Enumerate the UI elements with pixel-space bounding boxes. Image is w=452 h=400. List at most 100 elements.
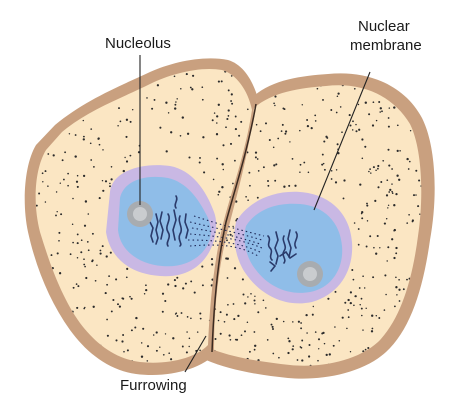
cytoplasm-granule xyxy=(34,338,36,340)
cytoplasm-granule xyxy=(406,279,408,281)
cytoplasm-granule xyxy=(428,289,430,291)
cytoplasm-granule xyxy=(52,73,54,75)
cytoplasm-granule xyxy=(395,247,397,249)
cytoplasm-granule xyxy=(334,326,336,328)
cytoplasm-granule xyxy=(108,275,110,277)
cytoplasm-granule xyxy=(115,278,117,280)
cytoplasm-granule xyxy=(32,367,34,369)
cytoplasm-granule xyxy=(186,351,188,353)
cytoplasm-granule xyxy=(231,93,233,95)
cytoplasm-granule xyxy=(396,352,398,354)
cytoplasm-granule xyxy=(391,183,392,184)
cytoplasm-granule xyxy=(234,267,236,269)
cytoplasm-granule xyxy=(129,74,131,76)
cytoplasm-granule xyxy=(337,92,339,94)
cytoplasm-granule xyxy=(34,298,36,300)
cytoplasm-granule xyxy=(146,97,148,99)
cytoplasm-granule xyxy=(172,337,174,339)
cytoplasm-granule xyxy=(301,340,303,342)
cytoplasm-granule xyxy=(194,292,196,294)
cytoplasm-granule xyxy=(187,316,189,318)
cytoplasm-granule xyxy=(76,69,78,71)
cytoplasm-granule xyxy=(337,95,339,97)
cytoplasm-granule xyxy=(376,315,377,316)
cytoplasm-granule xyxy=(352,120,354,122)
cytoplasm-granule xyxy=(100,253,102,255)
cytoplasm-granule xyxy=(124,68,126,70)
cytoplasm-granule xyxy=(222,163,224,165)
cytoplasm-granule xyxy=(202,99,204,101)
cytoplasm-granule xyxy=(335,291,337,293)
cytoplasm-granule xyxy=(32,315,34,317)
cytoplasm-granule xyxy=(412,221,414,223)
cytoplasm-granule xyxy=(228,109,230,111)
cytoplasm-granule xyxy=(159,127,161,129)
cytoplasm-granule xyxy=(354,88,356,90)
cytoplasm-granule xyxy=(254,349,256,351)
cytoplasm-granule xyxy=(90,159,92,161)
cytoplasm-granule xyxy=(182,346,184,348)
cytoplasm-granule xyxy=(75,134,77,136)
cytoplasm-granule xyxy=(147,360,149,362)
cytoplasm-granule xyxy=(369,168,371,170)
cytoplasm-granule xyxy=(340,106,342,108)
cytoplasm-granule xyxy=(45,170,47,172)
cytoplasm-granule xyxy=(176,98,177,99)
cytoplasm-granule xyxy=(37,112,39,114)
cytoplasm-granule xyxy=(365,349,367,351)
cytoplasm-granule xyxy=(201,266,203,268)
cytoplasm-granule xyxy=(317,88,319,90)
cytoplasm-granule xyxy=(50,77,52,79)
cytoplasm-granule xyxy=(162,311,164,313)
cytoplasm-granule xyxy=(272,328,274,330)
cytoplasm-granule xyxy=(33,79,35,81)
cytoplasm-granule xyxy=(40,286,42,288)
cytoplasm-granule xyxy=(62,358,64,360)
cytoplasm-granule xyxy=(350,351,351,352)
cytoplasm-granule xyxy=(124,157,125,158)
right-nucleolus-core xyxy=(303,267,317,281)
cytoplasm-granule xyxy=(34,326,36,328)
cytoplasm-granule xyxy=(130,121,132,123)
cytoplasm-granule xyxy=(415,365,417,367)
cytoplasm-granule xyxy=(272,353,274,355)
cytoplasm-granule xyxy=(201,86,203,88)
cytoplasm-granule xyxy=(232,226,233,227)
cytoplasm-granule xyxy=(102,245,104,247)
cytoplasm-granule xyxy=(112,299,114,301)
cytoplasm-granule xyxy=(131,329,133,331)
cytoplasm-granule xyxy=(386,179,388,181)
cytoplasm-granule xyxy=(218,81,220,83)
cytoplasm-granule xyxy=(244,302,246,304)
cytoplasm-granule xyxy=(300,164,302,166)
cytoplasm-granule xyxy=(359,304,360,305)
cytoplasm-granule xyxy=(170,358,172,360)
cytoplasm-granule xyxy=(315,331,317,333)
cytoplasm-granule xyxy=(202,284,204,286)
cytoplasm-granule xyxy=(398,279,400,281)
cytoplasm-granule xyxy=(97,138,99,140)
cytoplasm-granule xyxy=(270,82,272,84)
cytoplasm-granule xyxy=(146,63,148,65)
cytoplasm-granule xyxy=(63,179,65,181)
cytoplasm-granule xyxy=(93,166,95,168)
cytoplasm-granule xyxy=(181,312,183,314)
cytoplasm-granule xyxy=(273,147,275,149)
cytoplasm-granule xyxy=(364,146,366,148)
cytoplasm-granule xyxy=(421,339,423,341)
cytoplasm-granule xyxy=(271,324,273,326)
cytoplasm-granule xyxy=(314,115,316,117)
cytoplasm-granule xyxy=(298,321,300,323)
cytoplasm-granule xyxy=(38,193,40,195)
cytoplasm-granule xyxy=(166,150,168,152)
cytoplasm-granule xyxy=(135,317,137,319)
cytoplasm-granule xyxy=(221,186,223,188)
cytoplasm-granule xyxy=(216,133,218,135)
cytoplasm-granule xyxy=(102,69,104,71)
cytoplasm-granule xyxy=(254,80,256,82)
cytoplasm-granule xyxy=(226,239,228,241)
cytoplasm-granule xyxy=(321,164,323,166)
cytoplasm-granule xyxy=(257,311,259,313)
cytoplasm-granule xyxy=(387,207,388,208)
cytoplasm-granule xyxy=(395,193,397,195)
